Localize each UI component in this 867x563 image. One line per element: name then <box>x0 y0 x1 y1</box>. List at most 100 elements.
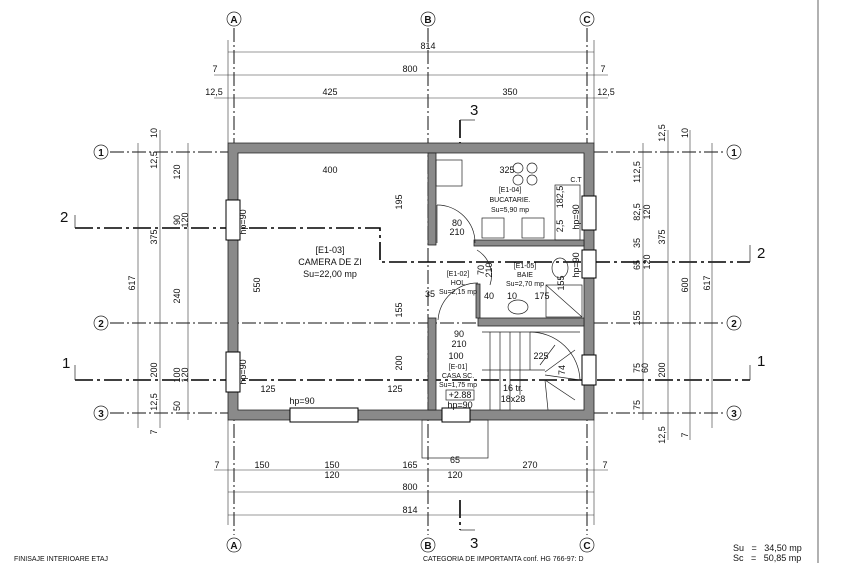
dimension-label: 270 <box>522 460 537 470</box>
dimension-label: 240 <box>172 288 182 303</box>
dimension-label: 195 <box>394 194 404 209</box>
dimension-label: 182,5 <box>555 186 565 209</box>
dimension-label: 325 <box>499 165 514 175</box>
dimension-label: 210 <box>449 227 464 237</box>
dimension-label: 2,5 <box>555 220 565 233</box>
dimension-label: 1 <box>731 148 737 159</box>
room-camera-de-zi: [E1-03] CAMERA DE ZI Su=22,00 mp <box>298 245 362 279</box>
dimension-label: B <box>424 541 431 552</box>
dimension-label: 617 <box>127 275 137 290</box>
dimension-label: 550 <box>252 277 262 292</box>
dimension-label: hp=90 <box>238 359 248 384</box>
dimension-label: 10 <box>149 128 159 138</box>
dimension-label: 12,5 <box>149 151 159 169</box>
dimension-label: Su=5,90 mp <box>491 207 529 214</box>
doors-fixtures <box>435 159 583 411</box>
dimension-label: 10 <box>507 291 517 301</box>
dimension-label: 2 <box>98 319 104 330</box>
dimension-label: 125 <box>387 384 402 394</box>
dimension-label: 3 <box>470 535 478 552</box>
dimension-label: 210 <box>484 262 494 277</box>
dimension-label: 12,5 <box>657 124 667 142</box>
grid-axes <box>110 28 725 535</box>
dimension-label: 50 <box>172 401 182 411</box>
dimension-label: BAIE <box>517 272 533 279</box>
dimension-label: [E1-03] <box>315 245 344 255</box>
dimension-lines <box>137 40 713 525</box>
dimension-label: 75 <box>632 363 642 373</box>
dimension-label: 165 <box>402 460 417 470</box>
dimension-label: 3 <box>731 409 737 420</box>
dimension-label: 155 <box>632 310 642 325</box>
dimension-label: 100 <box>172 367 182 382</box>
dimension-label: 40 <box>484 291 494 301</box>
dimension-label: 65 <box>450 455 460 465</box>
room-labels: [E1-03] CAMERA DE ZI Su=22,00 mp [E1-04] BU… <box>298 187 544 404</box>
dimension-label: BUCATARIE. <box>490 197 531 204</box>
windows <box>225 195 597 423</box>
dimension-label: 800 <box>402 64 417 74</box>
dimension-label: [E1-04] <box>499 187 522 194</box>
dimension-label: CASA SC. <box>442 373 474 380</box>
stair-steps: 16 tr. <box>503 383 523 393</box>
dimension-label: A <box>230 15 237 26</box>
dimension-label: 35 <box>632 238 642 248</box>
dimension-label: 12,5 <box>657 426 667 444</box>
dimension-label: 800 <box>402 482 417 492</box>
dimension-label: hp=90 <box>571 252 581 277</box>
dimension-label: 10 <box>680 128 690 138</box>
dimension-label: 2 <box>757 245 765 262</box>
dimension-label: 150 <box>324 460 339 470</box>
dimension-label: Su=22,00 mp <box>303 269 357 279</box>
dimension-label: 7 <box>680 432 690 437</box>
dimension-label: 120 <box>447 470 462 480</box>
dimension-label: A <box>230 541 237 552</box>
room-bucatarie: [E1-04] BUCATARIE. Su=5,90 mp <box>490 187 531 214</box>
dimension-label: 7 <box>149 429 159 434</box>
dimension-label: 814 <box>420 41 435 51</box>
dimension-label: 12,5 <box>597 87 615 97</box>
dimension-label: hp=90 <box>238 209 248 234</box>
walls <box>227 142 595 459</box>
dimension-label: 150 <box>254 460 269 470</box>
dimension-label: 425 <box>322 87 337 97</box>
interior-dimensions: 400 195 550 155 200 125 125 hp=90 hp=90 … <box>238 165 582 410</box>
dimension-label: 112,5 <box>632 161 642 183</box>
dimension-label: C <box>583 541 590 552</box>
dimension-label: [E-01] <box>449 364 468 371</box>
dimension-label: 350 <box>502 87 517 97</box>
dimension-label: 12,5 <box>205 87 223 97</box>
left-dimensions: 617 10 12,5 375 200 12,5 7 120 90 120 24… <box>127 128 190 435</box>
dimension-label: CAMERA DE ZI <box>298 257 362 267</box>
dimension-label: 74 <box>557 365 567 375</box>
useful-area: Su = 34,50 mp <box>733 543 802 553</box>
dimension-label: C <box>583 15 590 26</box>
dimension-label: 814 <box>402 505 417 515</box>
dimension-label: 7 <box>214 460 219 470</box>
dimension-label: 60 <box>640 363 650 373</box>
dimension-label: 2 <box>731 319 737 330</box>
dimension-label: 175 <box>534 291 549 301</box>
dimension-label: Su=1,75 mp <box>439 382 477 389</box>
dimension-label: 617 <box>702 275 712 290</box>
dimension-label: Su=2,15 mp <box>439 289 477 296</box>
dimension-label: 100 <box>448 351 463 361</box>
axis-bubbles: A B C A B C 1 2 3 1 2 3 <box>93 11 742 553</box>
dimension-label: 1 <box>757 353 765 370</box>
dimension-label: 120 <box>642 204 652 219</box>
dimension-label: 120 <box>180 367 190 382</box>
top-dimensions: 814 7 800 7 12,5 425 350 12,5 <box>205 41 615 97</box>
dimension-label: 90 <box>454 329 464 339</box>
dimension-label: 375 <box>657 229 667 244</box>
dimension-label: 120 <box>324 470 339 480</box>
dimension-label: 1 <box>62 355 70 372</box>
dimension-label: 70 <box>476 265 486 275</box>
dimension-label: 82,5 <box>632 203 642 221</box>
dimension-label: 90 <box>172 215 182 225</box>
dimension-label: 210 <box>451 339 466 349</box>
bottom-dimensions: 7 150 150 120 165 65 120 270 7 800 814 <box>214 455 607 515</box>
dimension-label: [E1-05] <box>514 263 537 270</box>
dimension-label: 155 <box>556 275 566 290</box>
